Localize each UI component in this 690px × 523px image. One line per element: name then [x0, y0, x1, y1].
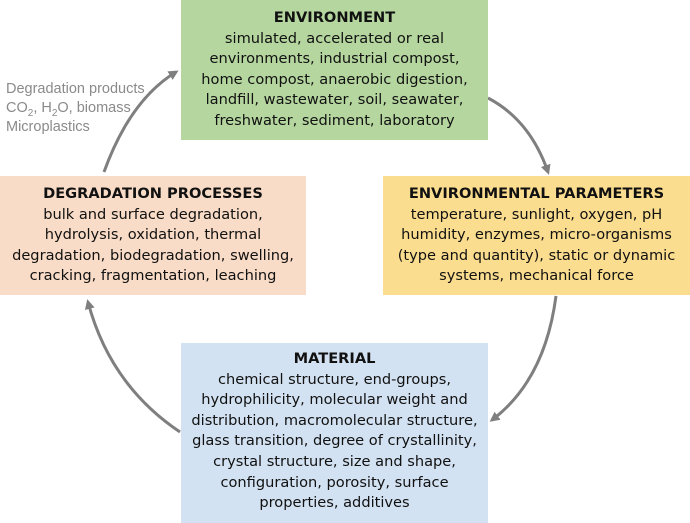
environment-title: ENVIRONMENT — [273, 9, 396, 26]
degradation-products-note: Degradation products CO2, H2O, biomass M… — [6, 80, 145, 137]
material-box: MATERIAL chemical structure, end-groups,… — [181, 343, 488, 523]
degradation-processes-box: DEGRADATION PROCESSES bulk and surface d… — [0, 176, 306, 295]
degradation-products-line2: CO2, H2O, biomass — [6, 100, 131, 119]
arrow-degradation-to-environment — [102, 70, 179, 173]
degradation-processes-title: DEGRADATION PROCESSES — [43, 185, 263, 202]
arrow-material-to-degradation — [84, 299, 181, 434]
degradation-products-line3: Microplastics — [6, 119, 90, 135]
arrow-environment-to-parameters — [487, 96, 551, 175]
environmental-parameters-title: ENVIRONMENTAL PARAMETERS — [408, 185, 665, 202]
environmental-parameters-body: temperature, sunlight, oxygen, pH humidi… — [397, 205, 676, 285]
material-body: chemical structure, end-groups, hydrophi… — [191, 370, 478, 512]
environment-box: ENVIRONMENT simulated, accelerated or re… — [181, 0, 488, 140]
environmental-parameters-box: ENVIRONMENTAL PARAMETERS temperature, su… — [383, 176, 690, 295]
degradation-processes-body: bulk and surface degradation, hydrolysis… — [12, 205, 294, 285]
degradation-products-line1: Degradation products — [6, 81, 145, 97]
arrow-parameters-to-material — [489, 295, 558, 422]
environment-body: simulated, accelerated or real environme… — [201, 29, 468, 129]
material-title: MATERIAL — [293, 350, 376, 367]
